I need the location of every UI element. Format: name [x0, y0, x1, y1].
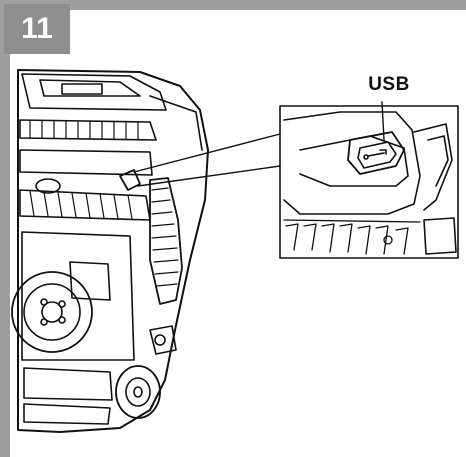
usb-callout-label: USB [368, 74, 410, 95]
callout-leader-lines [133, 133, 281, 187]
mower-body-illustration [11, 69, 209, 433]
usb-detail-inset [279, 101, 459, 259]
usb-port-icon [347, 131, 405, 175]
frame-left-border [0, 0, 10, 457]
frame-top-border [0, 0, 466, 10]
step-number-badge: 11 [4, 4, 70, 54]
